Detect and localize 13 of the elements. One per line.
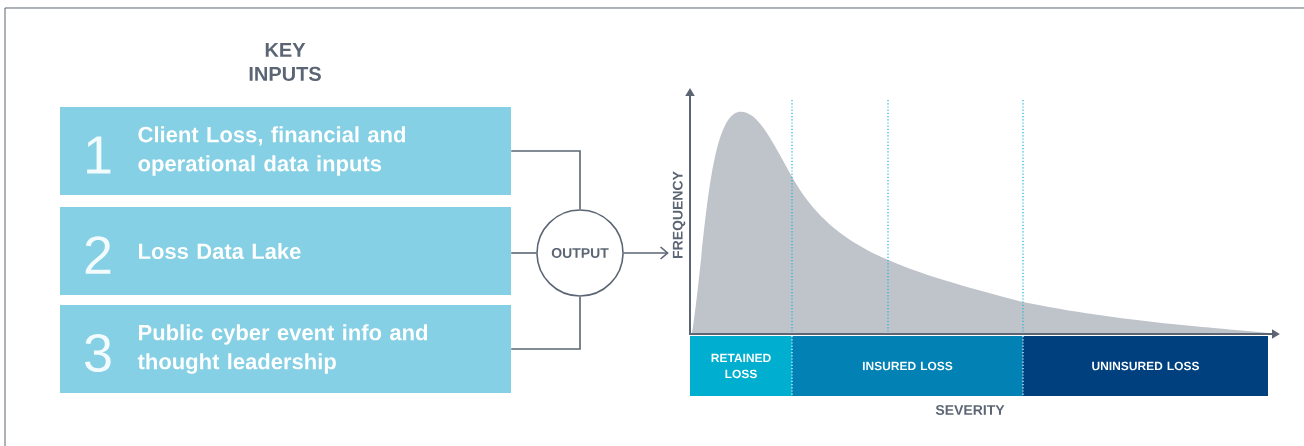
connector [510, 296, 581, 350]
input-box: 2 Loss Data Lake [60, 207, 511, 295]
input-box: 1 Client Loss, financial and operational data inputs [60, 107, 511, 195]
connector [510, 150, 581, 210]
connector [623, 246, 669, 260]
loss-band: INSURED LOSS [792, 336, 1023, 396]
input-box: 3 Public cyber event info and thought leadership [60, 305, 511, 393]
axis-label: SEVERITY [935, 405, 1005, 415]
connector [510, 252, 537, 254]
heading: KEY INPUTS [249, 43, 321, 81]
loss-band: RETAINED LOSS [690, 336, 792, 396]
loss-band: UNINSURED LOSS [1023, 336, 1268, 396]
axis-label: FREQUENCY [672, 171, 686, 258]
